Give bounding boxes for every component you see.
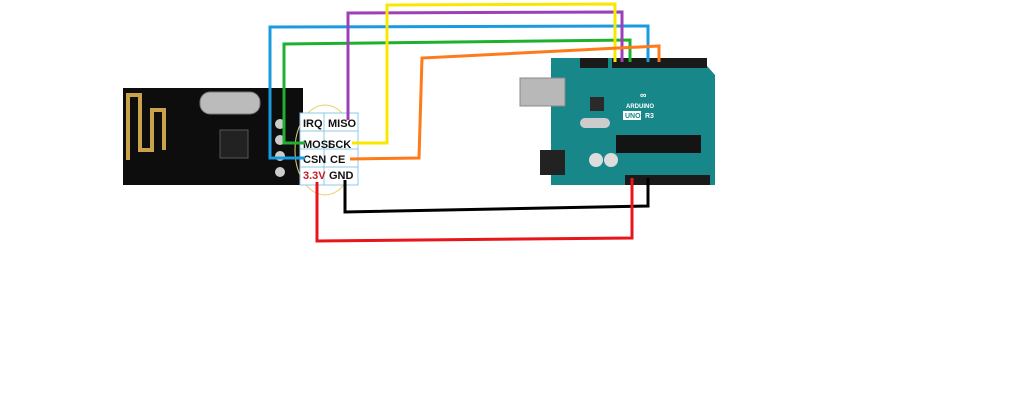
wire-gnd (343, 178, 650, 214)
pin-3v3: 3.3V (303, 170, 326, 182)
pin-csn: CSN (303, 154, 326, 166)
wire-ce (349, 44, 661, 161)
board-model: UNO (625, 113, 641, 120)
usb-port (519, 77, 566, 107)
crystal (199, 91, 261, 115)
pin-sck: SCK (328, 139, 351, 151)
pin-mosi: MOSI (303, 139, 331, 151)
digital-header (612, 58, 707, 68)
svg-text:∞: ∞ (640, 90, 647, 100)
power-jack (540, 150, 565, 175)
wires (268, 2, 661, 243)
wire-miso (346, 10, 624, 120)
board-logo-text: ARDUINO (626, 104, 654, 110)
pin-ce: CE (330, 154, 345, 166)
chip (219, 129, 249, 159)
nrf24l01-module (123, 88, 356, 196)
pin-miso: MISO (328, 118, 357, 130)
pin-gnd: GND (329, 170, 354, 182)
arduino-uno-board: ∞ ARDUINO UNO R3 (519, 58, 715, 185)
pin-label-table: IRQ MISO MOSI SCK CSN CE 3.3V GND (299, 112, 359, 186)
wire-3v3 (315, 178, 634, 243)
pin-irq: IRQ (303, 118, 323, 130)
wire-sck (352, 2, 617, 145)
atmega-chip (616, 135, 701, 153)
power-header (625, 175, 710, 185)
board-revision: R3 (645, 113, 654, 120)
antenna-trace (126, 93, 166, 160)
wire-csn (268, 24, 650, 160)
